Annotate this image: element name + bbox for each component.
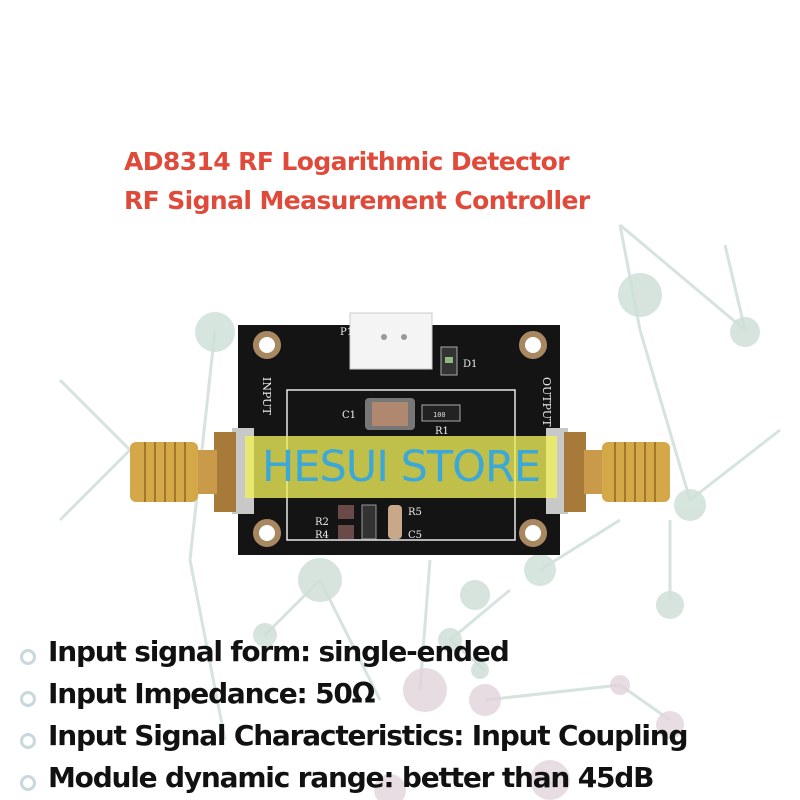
connector-p1 [349, 312, 433, 370]
watermark-text: HESUI STORE [261, 442, 541, 492]
svg-text:OUTPUT: OUTPUT [540, 377, 553, 427]
svg-text:R5: R5 [408, 507, 422, 518]
feature-item: Input signal form: single-ended [20, 630, 687, 672]
title-line-1: AD8314 RF Logarithmic Detector [124, 147, 570, 176]
feature-item: Input Signal Characteristics: Input Coup… [20, 714, 689, 756]
feature-text: Module dynamic range: better than 45dB [48, 760, 654, 794]
resistor-r2 [338, 505, 354, 519]
svg-text:C5: C5 [408, 530, 422, 541]
feature-item: Module dynamic range: better than 45dB [20, 756, 687, 798]
sma-connector-output [546, 428, 670, 514]
resistor-r4 [338, 525, 354, 539]
feature-item: Input Impedance: 50Ω [20, 672, 687, 714]
store-watermark: HESUI STORE [245, 436, 557, 498]
svg-text:C1: C1 [342, 410, 356, 421]
capacitor-c5 [388, 505, 402, 539]
svg-text:R4: R4 [315, 530, 329, 541]
svg-text:P1: P1 [340, 327, 353, 338]
resistor-r1 [421, 404, 461, 422]
circle-bullet-icon [20, 733, 36, 749]
feature-text: Input Impedance: 50Ω [48, 676, 375, 710]
sma-connector-input [130, 428, 254, 514]
product-title: AD8314 RF Logarithmic Detector RF Signal… [124, 142, 590, 220]
svg-text:D1: D1 [463, 359, 477, 370]
mounting-holes [253, 331, 547, 547]
title-line-2: RF Signal Measurement Controller [124, 186, 590, 215]
svg-text:R1: R1 [435, 426, 449, 437]
svg-text:INPUT: INPUT [260, 377, 273, 415]
circle-bullet-icon [20, 649, 36, 665]
feature-list: Input signal form: single-ended Input Im… [20, 630, 689, 798]
feature-text: Input Signal Characteristics: Input Coup… [48, 718, 689, 752]
circle-bullet-icon [20, 691, 36, 707]
circle-bullet-icon [20, 775, 36, 791]
svg-text:100: 100 [433, 411, 446, 419]
svg-text:R2: R2 [315, 517, 329, 528]
feature-text: Input signal form: single-ended [48, 634, 510, 668]
